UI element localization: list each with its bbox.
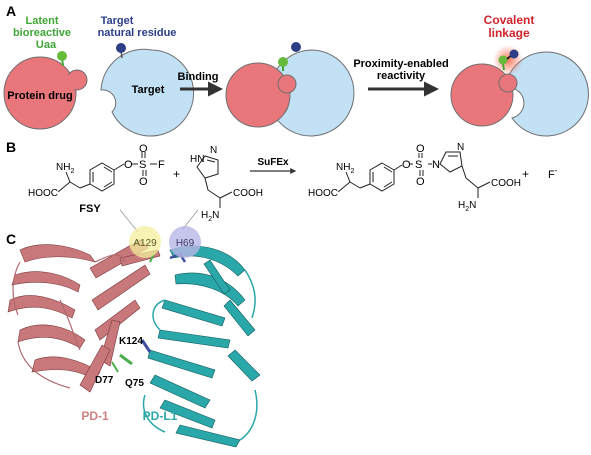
fsy-f: F <box>158 159 165 171</box>
latent-label-2: bioreactive <box>13 27 71 39</box>
panel-b-letter: B <box>6 139 16 155</box>
k124-label: K124 <box>119 336 143 347</box>
plus-2: + <box>522 167 529 181</box>
his-h2n: H2N <box>201 210 219 223</box>
prod-n2: N <box>457 142 464 153</box>
binding-label: Binding <box>178 71 219 83</box>
his-n: N <box>210 145 217 156</box>
histidine-structure <box>196 155 233 208</box>
prod-o-top: O <box>416 143 425 155</box>
h69-highlight <box>169 226 201 258</box>
fluoride: F- <box>548 166 558 181</box>
fsy-label: FSY <box>79 203 101 215</box>
sufex-label: SuFEx <box>257 157 289 168</box>
h69-label: H69 <box>176 238 195 249</box>
his-cooh: COOH <box>233 188 263 199</box>
target-label: Target <box>132 84 165 96</box>
prod-nh2: NH2 <box>336 162 354 175</box>
fsy-nh2: NH2 <box>56 162 74 175</box>
his-hn: HN <box>190 154 204 165</box>
d77-label: D77 <box>95 375 114 386</box>
prod-s: S <box>415 159 422 171</box>
q75-label: Q75 <box>125 378 144 389</box>
target-residue-label-1: Target <box>101 15 134 27</box>
pdl1-loops <box>142 269 258 441</box>
a129-label: A129 <box>133 238 157 249</box>
bound-complex <box>225 42 355 137</box>
product-structure <box>337 151 491 198</box>
fsy-structure <box>57 152 157 193</box>
prod-o: O <box>402 159 411 171</box>
covalent-label-1: Covalent <box>484 13 535 27</box>
residue-dot <box>116 43 126 53</box>
pdl1-label: PD-L1 <box>143 409 178 423</box>
prod-o-bottom: O <box>416 176 425 188</box>
pd1-ribbon <box>7 239 161 393</box>
target-shape <box>100 48 195 137</box>
latent-label-3: Uaa <box>36 39 57 51</box>
prod-n1: N <box>432 159 440 171</box>
target-residue-label-2: natural residue <box>98 27 177 39</box>
fsy-o: O <box>124 159 133 171</box>
covalent-complex <box>450 45 589 137</box>
connector-fsy <box>119 209 139 233</box>
prod-hooc: HOOC <box>308 188 338 199</box>
plus-1: + <box>173 167 180 181</box>
fsy-o-top: O <box>139 143 148 155</box>
fsy-s: S <box>139 159 146 171</box>
panel-c-letter: C <box>6 231 16 247</box>
protein-drug-label: Protein drug <box>7 90 72 102</box>
prod-cooh: COOH <box>491 178 521 189</box>
proximity-label-1: Proximity-enabled <box>353 58 448 70</box>
fsy-hooc: HOOC <box>28 188 58 199</box>
a129-highlight <box>129 226 161 258</box>
fsy-o-bottom: O <box>139 176 148 188</box>
proximity-label-2: reactivity <box>377 70 426 82</box>
latent-label-1: Latent <box>26 15 59 27</box>
pdl1-ribbon <box>147 245 261 448</box>
pd1-label: PD-1 <box>81 409 109 423</box>
prod-h2n: H2N <box>458 200 476 213</box>
protein-drug-shape <box>3 56 88 130</box>
covalent-label-2: linkage <box>488 26 530 40</box>
panel-a-letter: A <box>6 3 16 19</box>
uaa-dot <box>57 51 67 61</box>
pd1-loops <box>12 254 126 389</box>
